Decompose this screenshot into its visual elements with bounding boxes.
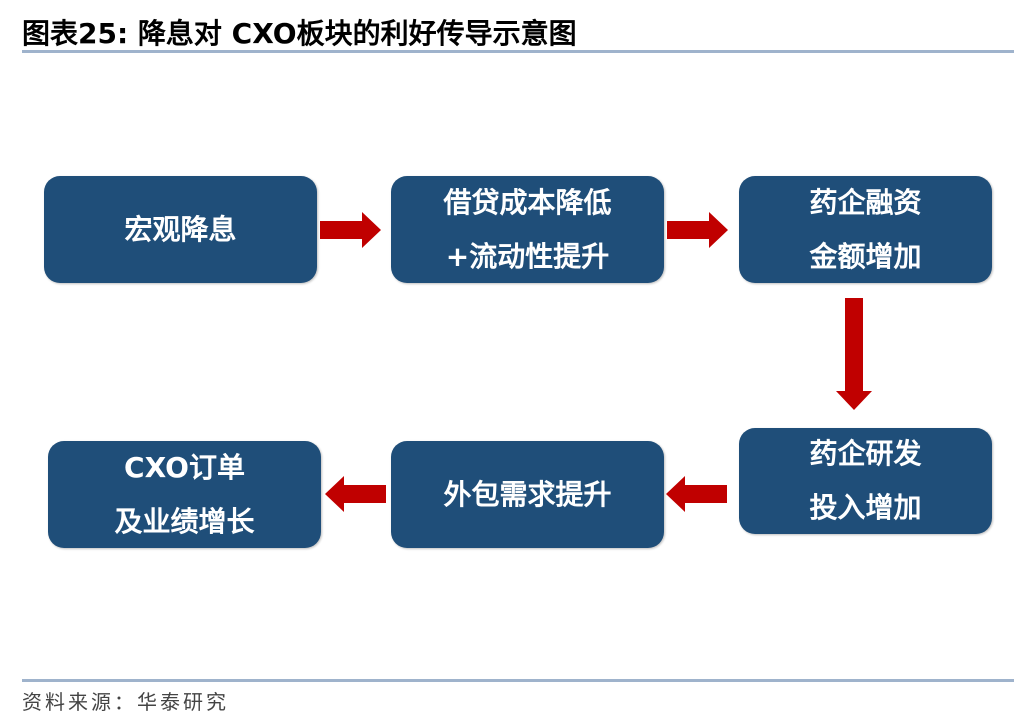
box-pharma-rd: 药企研发 投入增加	[739, 428, 992, 534]
box-text: 药企研发	[809, 437, 922, 470]
box-cxo-orders: CXO订单 及业绩增长	[48, 441, 321, 548]
box-macro-rate-cut: 宏观降息	[44, 176, 317, 283]
box-text: 借贷成本降低	[443, 185, 612, 219]
box-borrowing-cost: 借贷成本降低 +流动性提升	[391, 176, 664, 283]
box-outsourcing-demand: 外包需求提升	[391, 441, 664, 548]
box-text: 药企融资	[809, 185, 922, 219]
arrow-down-icon	[836, 298, 872, 410]
arrow-left-icon	[666, 476, 727, 512]
arrow-right-icon	[667, 212, 728, 248]
box-text: 金额增加	[809, 239, 922, 273]
arrow-right-icon	[320, 212, 381, 248]
box-text: CXO订单	[124, 450, 245, 484]
arrow-left-icon	[325, 476, 386, 512]
header-rule	[22, 50, 1014, 53]
box-text: 投入增加	[809, 491, 922, 524]
source-note: 资料来源：华泰研究	[22, 690, 229, 714]
box-text: 及业绩增长	[114, 504, 255, 538]
figure-title: 图表25: 降息对 CXO板块的利好传导示意图	[22, 17, 577, 50]
box-text: 外包需求提升	[443, 477, 612, 511]
box-text: +流动性提升	[445, 239, 610, 273]
box-pharma-financing: 药企融资 金额增加	[739, 176, 992, 283]
footer-rule	[22, 679, 1014, 682]
box-text: 宏观降息	[124, 212, 237, 246]
